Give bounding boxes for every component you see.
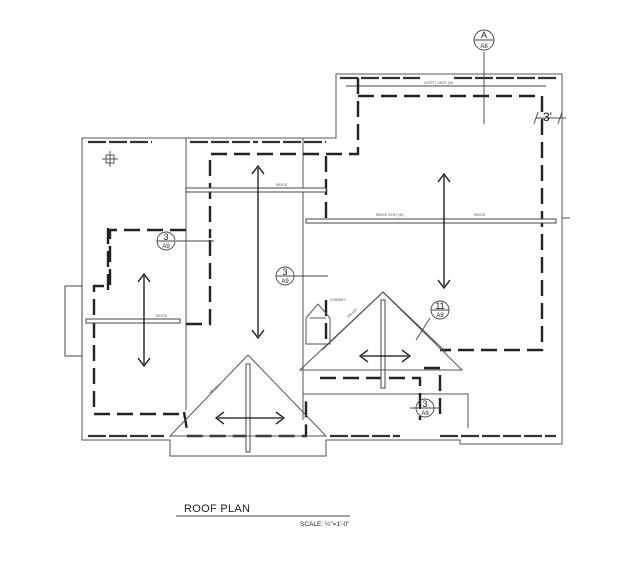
callout-3-left-ref: A9 xyxy=(162,244,170,250)
ridge-label-left-top: RIDGE xyxy=(276,183,288,187)
callout-3-center-ref: A9 xyxy=(281,279,289,285)
callout-3-center-number: 3 xyxy=(282,267,287,277)
title-block: ROOF PLAN SCALE: ¼"=1'-0" xyxy=(176,503,350,528)
slope-arrows xyxy=(137,164,451,425)
callout-a: A A8 xyxy=(473,29,495,124)
annotations: SOFFIT VENT (M) RIDGE VENT (M) RIDGE RID… xyxy=(156,81,486,395)
callout-11: 11 A8 xyxy=(415,300,450,341)
callout-11-number: 11 xyxy=(435,301,444,311)
soffit-vent-label: SOFFIT VENT (M) xyxy=(424,81,453,85)
valley-label-right: VALLEY xyxy=(346,307,359,319)
gable-triangles xyxy=(168,291,464,437)
valley-label-bottom: VALLEY xyxy=(208,383,221,395)
ridge-vent-label: RIDGE VENT (M) xyxy=(376,213,404,217)
callout-3-left-number: 3 xyxy=(163,232,168,242)
callout-3-bottom-ref: A9 xyxy=(421,411,429,417)
ridge-label-left-low: RIDGE xyxy=(156,314,168,318)
callout-3-bottom: 3 A9 xyxy=(410,398,440,418)
callout-a-ref: A8 xyxy=(480,44,488,50)
gutter-lines xyxy=(88,76,556,438)
drawing-title: ROOF PLAN xyxy=(184,503,250,515)
wall-below-dashed xyxy=(92,78,544,438)
drawing-scale: SCALE: ¼"=1'-0" xyxy=(300,521,350,528)
callout-a-number: A xyxy=(481,30,487,40)
dimension-label: 3' xyxy=(543,110,552,124)
callout-3-bottom-number: 3 xyxy=(422,399,427,409)
dimension-3ft: 3' xyxy=(533,110,566,125)
building-outline xyxy=(64,73,570,457)
chimney xyxy=(305,303,331,345)
callout-3-left: 3 A9 xyxy=(156,231,214,251)
ridge-label-right: RIDGE xyxy=(474,213,486,217)
callout-3-center: 3 A9 xyxy=(275,266,328,286)
vent-box xyxy=(102,151,118,167)
ridge-lines xyxy=(85,187,557,453)
chimney-label: CHIMNEY xyxy=(330,298,347,302)
callout-11-ref: A8 xyxy=(436,313,444,319)
